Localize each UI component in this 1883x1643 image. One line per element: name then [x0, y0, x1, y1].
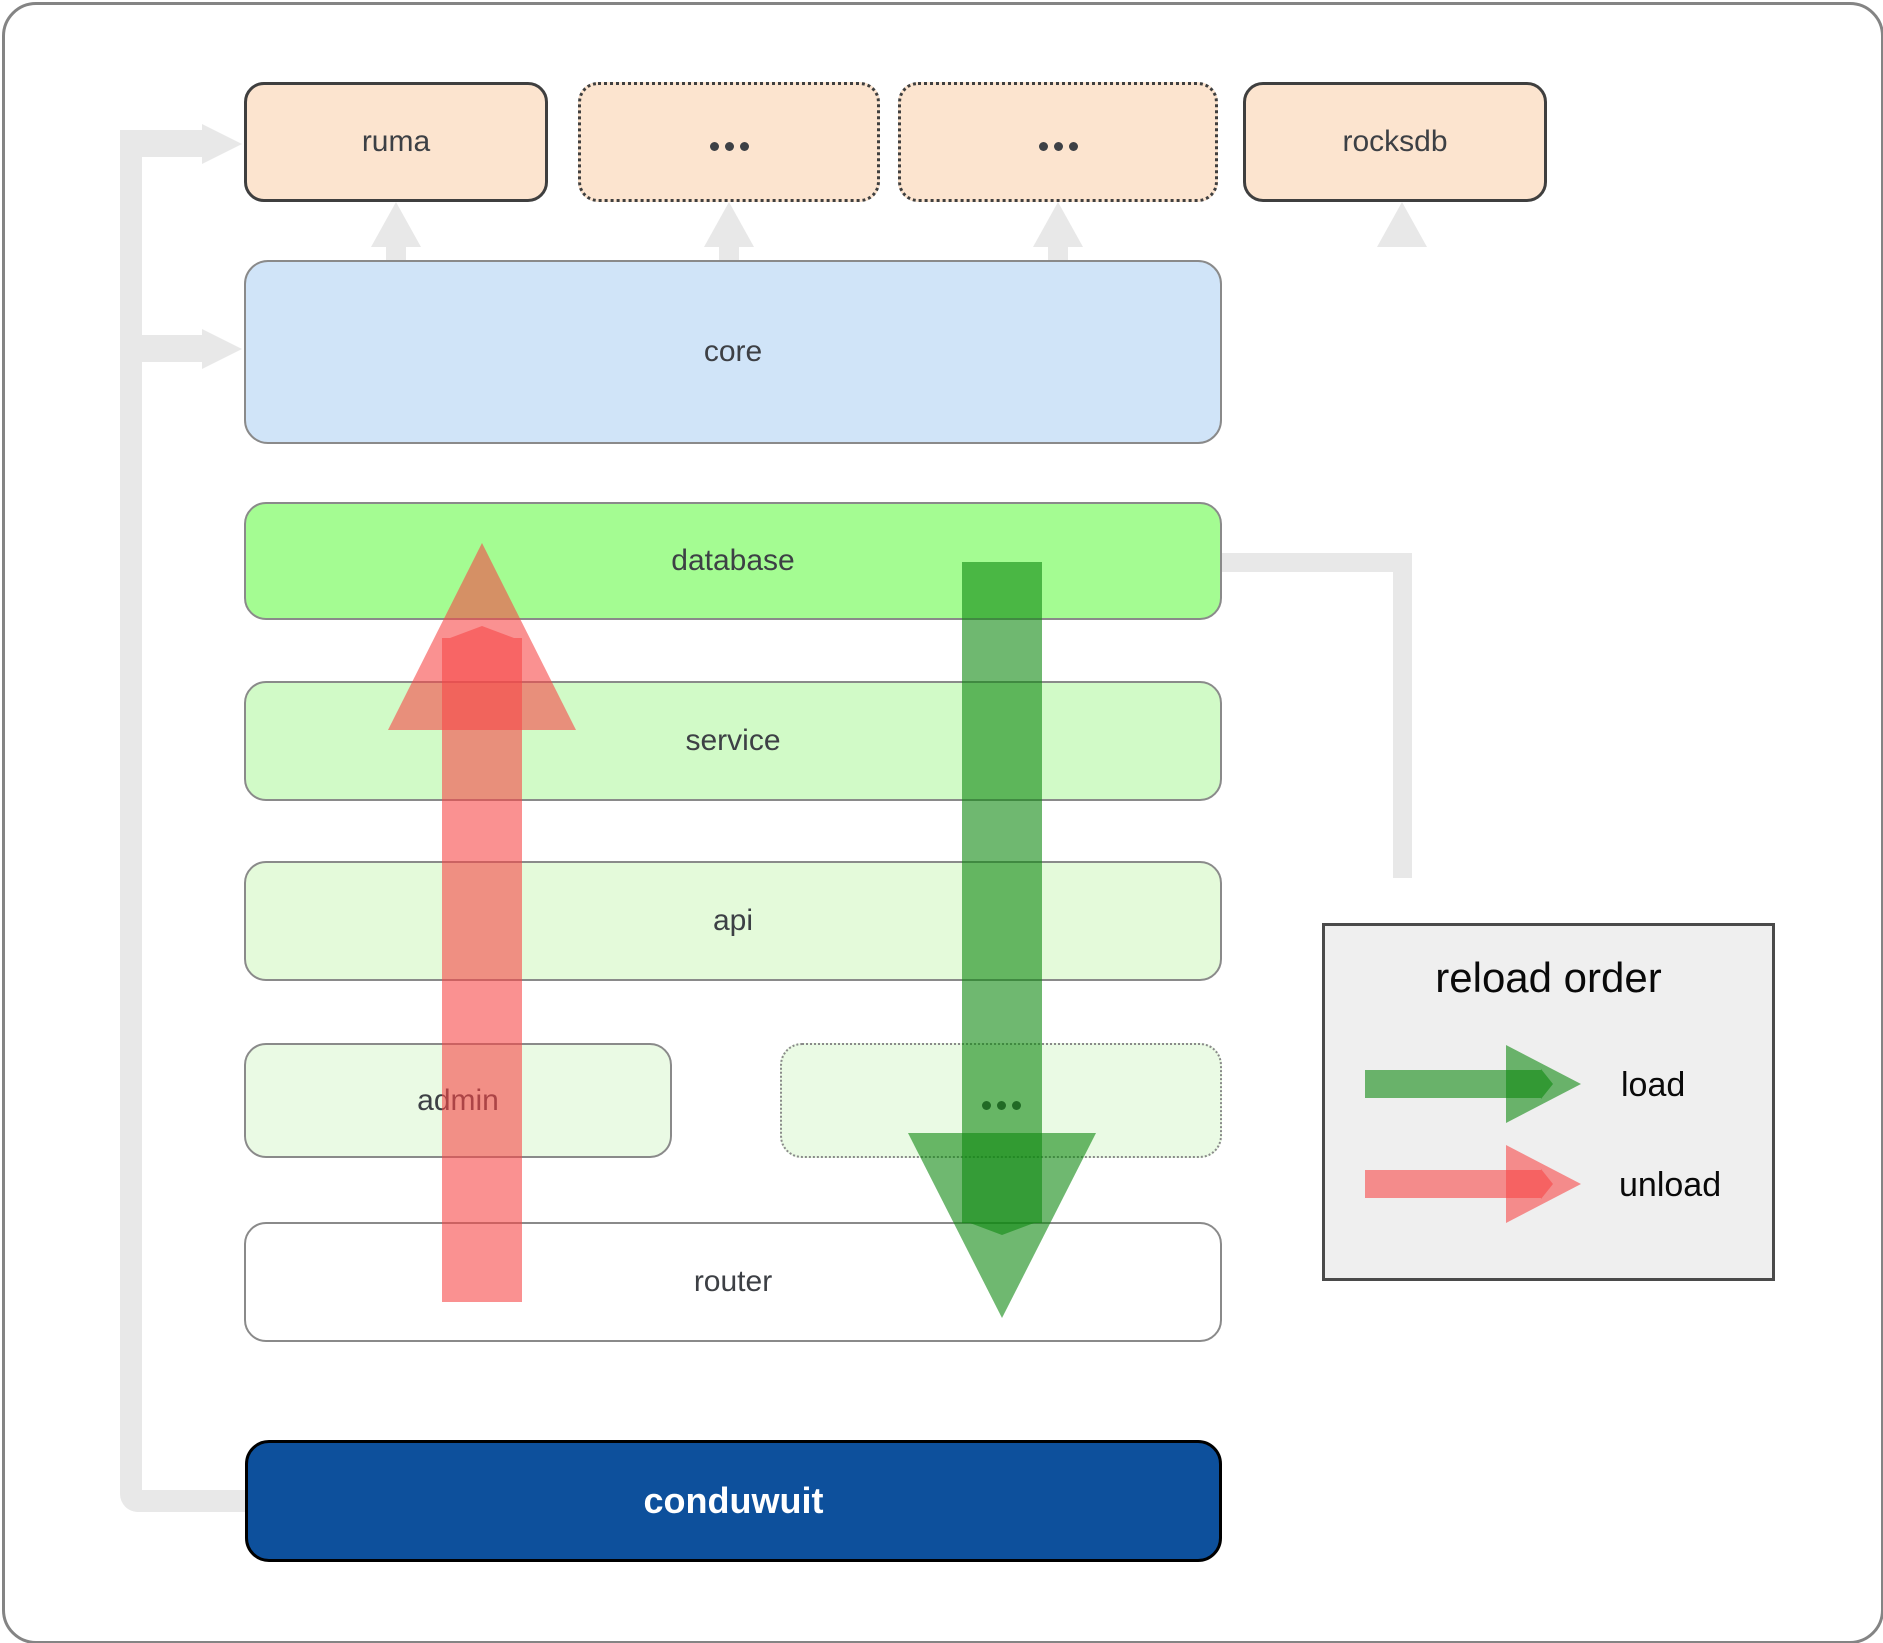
box-service-label: service [685, 724, 781, 757]
legend-unload-arrow-head-icon [1506, 1145, 1581, 1223]
arrowhead-into-core-icon [202, 329, 242, 369]
connector-left-line [120, 130, 142, 1512]
connector-arm-core [140, 335, 202, 362]
unload-arrow-body [442, 638, 522, 1302]
box-etc-1 [578, 82, 880, 202]
legend-unload-label: unload [1619, 1166, 1722, 1204]
box-ruma: ruma [244, 82, 548, 202]
box-api: api [244, 861, 1222, 981]
ellipsis-dot-icon [724, 142, 734, 151]
unload-arrow-head-icon [388, 543, 576, 730]
box-database-label: database [671, 544, 795, 577]
box-etc-2 [898, 82, 1218, 202]
box-etc-1-label [707, 125, 752, 159]
box-core: core [244, 260, 1222, 444]
connector-database-rocksdb-vertical [1393, 553, 1412, 878]
ellipsis-dot-icon [709, 142, 719, 151]
load-arrow-head-icon [908, 1133, 1096, 1318]
arrow-core-to-etc2-icon [1033, 202, 1083, 247]
ellipsis-dot-icon [1053, 142, 1063, 151]
box-router-label: router [693, 1265, 773, 1298]
arrowhead-into-rocksdb-icon [1377, 202, 1427, 247]
ellipsis-dot-icon [1068, 142, 1078, 151]
arrow-core-to-etc1-body [719, 246, 739, 262]
box-core-label: core [703, 335, 763, 368]
box-rocksdb: rocksdb [1243, 82, 1547, 202]
box-conduwuit-label: conduwuit [643, 1480, 824, 1521]
connector-arm-ruma [140, 130, 202, 157]
ellipsis-dot-icon [1038, 142, 1048, 151]
legend: reload order load unload [1322, 923, 1775, 1281]
arrow-core-to-etc2-body [1048, 246, 1068, 262]
box-conduwuit: conduwuit [245, 1440, 1222, 1562]
arrow-core-to-ruma-body [386, 246, 406, 262]
legend-title: reload order [1435, 954, 1662, 1001]
legend-load-arrow-head-icon [1506, 1045, 1581, 1123]
arrow-core-to-etc1-icon [704, 202, 754, 247]
connector-arm-conduwuit [124, 1490, 246, 1512]
ellipsis-dot-icon [739, 142, 749, 151]
arrow-core-to-ruma-icon [371, 202, 421, 247]
box-rocksdb-label: rocksdb [1342, 125, 1448, 158]
arrowhead-into-ruma-icon [202, 124, 242, 164]
connector-database-rocksdb-horizontal [1222, 553, 1412, 572]
load-arrow-body [962, 562, 1042, 1223]
legend-load-label: load [1621, 1066, 1686, 1104]
box-etc-2-label [1036, 125, 1081, 159]
box-ruma-label: ruma [361, 125, 431, 158]
box-api-label: api [712, 904, 754, 937]
